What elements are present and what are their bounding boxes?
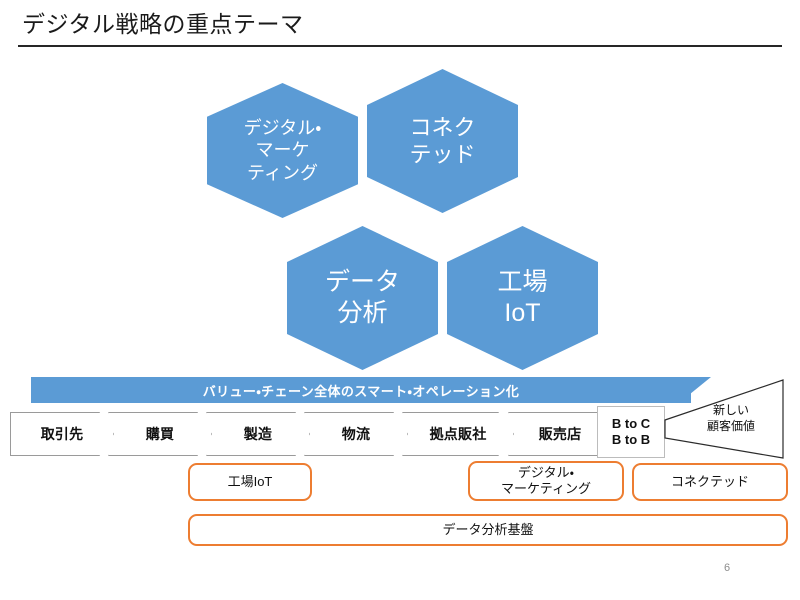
capability-box-data-platform[interactable]: データ分析基盤 <box>188 514 788 546</box>
hexagon-label: 工場 IoT <box>497 267 548 327</box>
title-divider <box>18 45 782 47</box>
outcome-label: 新しい 顧客価値 <box>706 403 755 433</box>
channel-box-b2c-b2b: B to C B to B <box>597 406 665 458</box>
trapezoid-shape-icon <box>664 379 784 459</box>
hexagon-data-analysis[interactable]: データ 分析 <box>287 226 438 370</box>
chevron-step-label: 取引先 <box>40 426 84 442</box>
chevron-step-regional-sales[interactable]: 拠点販社 <box>402 412 514 456</box>
value-chain-banner: バリュー・チェーン全体のスマート・オペレーション化 <box>31 377 691 403</box>
chevron-step-label: 物流 <box>341 426 371 442</box>
capability-box-label: コネクテッド <box>670 473 749 489</box>
capability-box-label: データ分析基盤 <box>442 521 534 537</box>
chevron-step-manufacturing[interactable]: 製造 <box>206 412 310 456</box>
chevron-step-logistics[interactable]: 物流 <box>304 412 408 456</box>
page-title: デジタル戦略の重点テーマ <box>22 11 304 37</box>
capability-box-connected[interactable]: コネクテッド <box>632 463 788 501</box>
chevron-step-label: 製造 <box>243 426 273 442</box>
hexagon-label: データ 分析 <box>324 267 400 327</box>
outcome-trapezoid: 新しい 顧客価値 <box>663 378 785 460</box>
hexagon-digital-marketing[interactable]: デジタル・ マーケ ティング <box>207 83 358 218</box>
chevron-step-supplier[interactable]: 取引先 <box>10 412 114 456</box>
chevron-step-procurement[interactable]: 購買 <box>108 412 212 456</box>
hexagon-label: デジタル・ マーケ ティング <box>243 117 322 183</box>
page-number: 6 <box>724 562 731 574</box>
capability-box-label: デジタル・ マーケティング <box>501 464 591 496</box>
capability-box-label: 工場IoT <box>227 473 273 489</box>
chevron-step-label: 購買 <box>145 426 175 442</box>
chevron-step-label: 拠点販社 <box>429 426 487 442</box>
hexagon-label: コネク テッド <box>409 114 476 168</box>
hexagon-factory-iot[interactable]: 工場 IoT <box>447 226 598 370</box>
chevron-step-retail-store[interactable]: 販売店 <box>508 412 612 456</box>
hexagon-connected[interactable]: コネク テッド <box>367 69 518 213</box>
chevron-step-label: 販売店 <box>538 426 582 442</box>
capability-box-factory-iot[interactable]: 工場IoT <box>188 463 312 501</box>
capability-box-digital-marketing[interactable]: デジタル・ マーケティング <box>468 461 624 501</box>
